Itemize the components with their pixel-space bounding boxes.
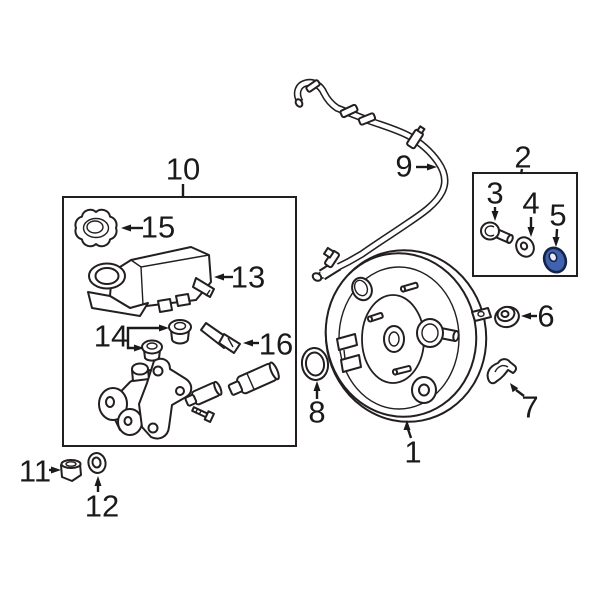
callout-label-2[interactable]: 2 xyxy=(514,140,531,175)
hose-fitting-ring-icon xyxy=(357,112,377,126)
callout-label-1[interactable]: 1 xyxy=(404,435,421,470)
part-5-grommet-highlighted[interactable] xyxy=(540,244,569,275)
callout-arrow-7 xyxy=(510,383,525,397)
callout-label-4[interactable]: 4 xyxy=(522,186,539,221)
callout-label-3[interactable]: 3 xyxy=(486,176,503,211)
part-12-washer[interactable] xyxy=(87,451,108,474)
callout-arrow-8 xyxy=(313,381,321,399)
part-8-o-ring[interactable] xyxy=(300,346,330,381)
callout-label-15[interactable]: 15 xyxy=(141,210,175,245)
callout-arrow-3 xyxy=(491,207,499,221)
booster-pushrod-hole xyxy=(383,325,405,353)
booster-right-tab xyxy=(471,307,492,322)
callout-label-7[interactable]: 7 xyxy=(521,390,538,425)
part-10-master-cylinder[interactable] xyxy=(98,357,281,440)
booster-check-valve xyxy=(416,318,460,348)
reservoir-skirt xyxy=(87,291,149,317)
group-10-box xyxy=(62,196,297,447)
callout-label-11[interactable]: 11 xyxy=(19,454,51,489)
callout-label-9[interactable]: 9 xyxy=(395,149,412,184)
group-2-box xyxy=(472,172,578,277)
fitting-bolt xyxy=(191,406,215,423)
callout-label-10[interactable]: 10 xyxy=(166,152,200,187)
part-11-nut[interactable] xyxy=(60,459,82,482)
booster-port xyxy=(411,376,437,404)
part-13-reservoir[interactable] xyxy=(87,246,215,317)
callout-arrow-1 xyxy=(403,420,413,439)
callout-label-16[interactable]: 16 xyxy=(259,327,293,362)
booster-oval-hole xyxy=(351,276,373,302)
callout-arrow-14 xyxy=(126,324,169,352)
booster-stud-icon xyxy=(399,281,419,293)
callout-arrow-6 xyxy=(521,312,537,320)
part-4-washer[interactable] xyxy=(513,234,537,260)
callout-arrow-5 xyxy=(552,228,560,247)
hose-connector-end xyxy=(311,272,323,282)
part-7-clip[interactable] xyxy=(486,358,518,385)
callout-arrow-12 xyxy=(94,476,102,492)
part-6-nut[interactable] xyxy=(493,304,521,330)
hose-fitting-ring-icon xyxy=(339,103,359,119)
part-15-reservoir-cap[interactable] xyxy=(74,208,118,248)
booster-stud-icon xyxy=(366,311,384,323)
callout-arrow-2 xyxy=(519,168,524,175)
part-3-bolt[interactable] xyxy=(480,221,514,244)
callout-label-13[interactable]: 13 xyxy=(231,260,265,295)
hose-clamp-icon xyxy=(305,79,321,93)
callout-label-14[interactable]: 14 xyxy=(94,319,128,354)
callout-label-8[interactable]: 8 xyxy=(308,395,325,430)
callout-label-5[interactable]: 5 xyxy=(549,198,566,233)
hose-clamp-icon xyxy=(323,246,340,269)
part-1-brake-booster[interactable] xyxy=(311,236,501,435)
piston-large xyxy=(227,361,280,396)
part-16-pin[interactable] xyxy=(200,322,241,354)
booster-left-tabs xyxy=(336,333,362,373)
part-14-grommets[interactable] xyxy=(141,319,192,362)
callout-arrow-9 xyxy=(416,163,437,171)
master-cylinder-port xyxy=(131,362,150,382)
hose-open-end xyxy=(294,98,304,108)
master-cylinder-flange xyxy=(138,357,193,440)
part-9-hose[interactable] xyxy=(293,78,449,283)
piston-small xyxy=(184,380,223,407)
callout-arrow-4 xyxy=(527,217,535,237)
hose-clamp-icon xyxy=(406,125,426,150)
callout-label-12[interactable]: 12 xyxy=(85,489,119,524)
callout-label-6[interactable]: 6 xyxy=(537,299,554,334)
booster-stud-icon xyxy=(391,365,412,376)
callout-arrow-13 xyxy=(214,273,233,281)
callout-arrow-16 xyxy=(243,339,259,347)
callout-arrow-11 xyxy=(49,466,61,474)
callout-arrow-15 xyxy=(121,224,143,232)
